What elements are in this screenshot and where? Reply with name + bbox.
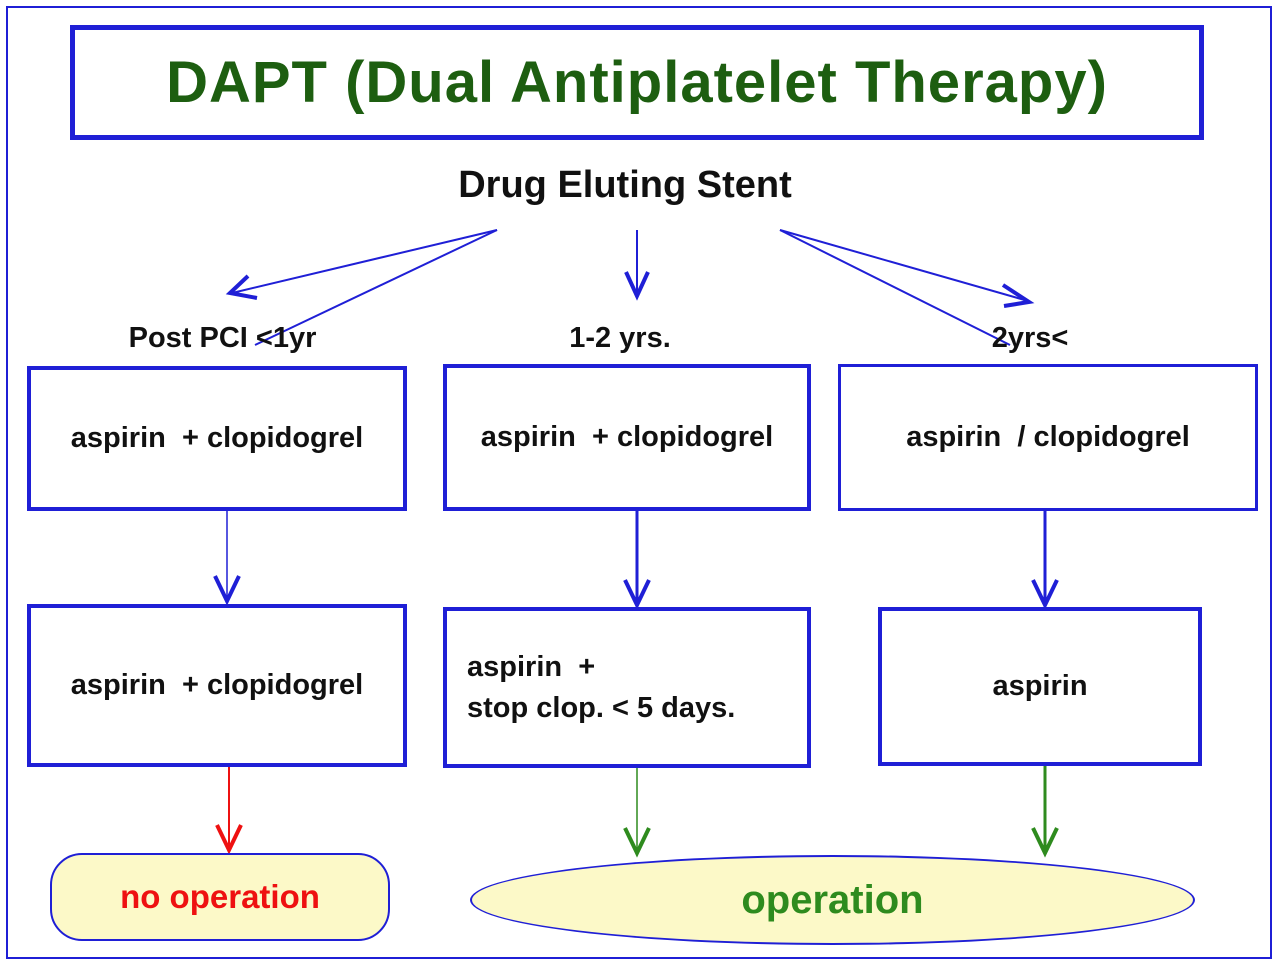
branch-2-first-step-text: aspirin + clopidogrel — [480, 421, 774, 453]
arrow-to-no-operation — [215, 765, 243, 855]
branch-1-second-step-box: aspirin + clopidogrel — [27, 604, 407, 767]
branch-3-second-step-text: aspirin — [992, 670, 1088, 702]
root-node-label: Drug Eluting Stent — [458, 164, 792, 206]
branch-1-label: Post PCI <1yr — [128, 322, 317, 354]
arrow-branch-2-step — [623, 510, 651, 610]
operation-text: operation — [741, 877, 924, 922]
branch-1-first-step-text: aspirin + clopidogrel — [70, 422, 364, 454]
branch-2-label: 1-2 yrs. — [569, 322, 671, 354]
no-operation-terminal: no operation — [50, 853, 390, 941]
title-box: DAPT (Dual Antiplatelet Therapy) — [70, 25, 1204, 140]
no-operation-text: no operation — [120, 878, 320, 915]
branch-2-second-step-line-1: aspirin + — [467, 650, 596, 683]
arrow-branch-2-to-operation — [623, 765, 651, 858]
branch-1-first-step-box: aspirin + clopidogrel — [27, 366, 407, 511]
arrow-branch-3-to-operation — [1031, 765, 1059, 858]
branch-3-second-step-box: aspirin — [878, 607, 1202, 766]
connector-root-to-branch-2 — [624, 230, 650, 301]
diagram-frame — [6, 6, 1272, 959]
branch-2-first-step-box: aspirin + clopidogrel — [443, 364, 811, 511]
operation-terminal: operation — [470, 855, 1195, 945]
arrow-branch-3-step — [1031, 510, 1059, 610]
branch-2-second-step-box: aspirin + stop clop. < 5 days. — [443, 607, 811, 768]
arrow-branch-1-step — [213, 510, 241, 606]
branch-2-second-step-text: aspirin + stop clop. < 5 days. — [467, 647, 735, 729]
branch-3-first-step-text: aspirin / clopidogrel — [906, 421, 1190, 453]
branch-3-first-step-box: aspirin / clopidogrel — [838, 364, 1258, 511]
diagram-title: DAPT (Dual Antiplatelet Therapy) — [166, 50, 1108, 115]
branch-2-second-step-line-2: stop clop. < 5 days. — [467, 691, 736, 724]
connector-root-to-branch-3 — [779, 229, 1035, 346]
connector-root-to-branch-1 — [225, 229, 498, 346]
branch-3-label: 2yrs< — [991, 322, 1069, 354]
branch-1-second-step-text: aspirin + clopidogrel — [70, 669, 364, 701]
